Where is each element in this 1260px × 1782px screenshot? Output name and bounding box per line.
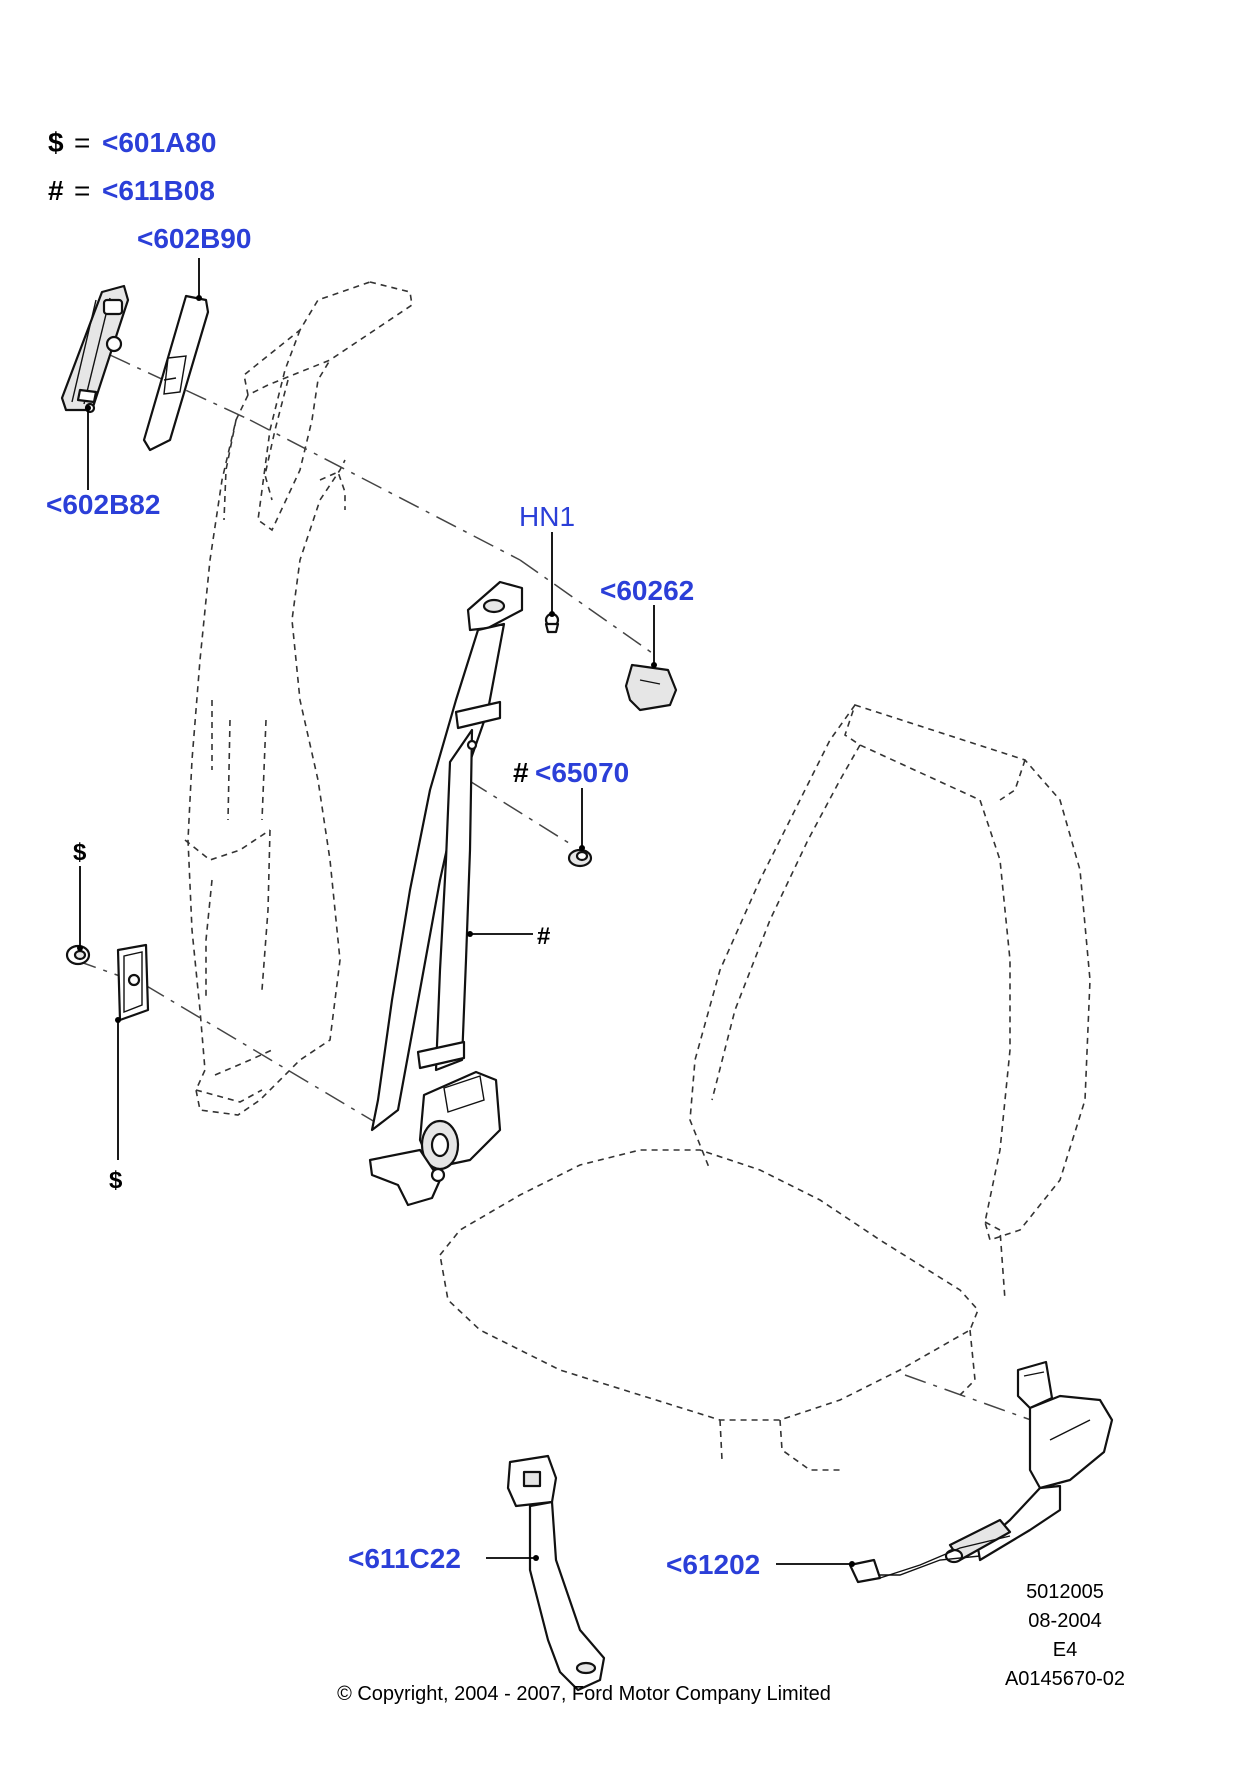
legend-dollar-symbol: $ — [48, 127, 64, 158]
buckle-pretensioner-part — [848, 1360, 1114, 1584]
legend-dollar-value: <601A80 — [102, 127, 216, 158]
legend: $ = <601A80 # = <611B08 — [48, 127, 216, 206]
callout-61202: <61202 — [666, 1549, 760, 1580]
callout-65070-prefix: # — [513, 757, 529, 788]
grommet-part — [567, 848, 593, 868]
adjuster-cover-part — [142, 294, 210, 452]
callout-602B90: <602B90 — [137, 223, 251, 254]
callout-611C22: <611C22 — [348, 1543, 461, 1574]
info-line-3: E4 — [1053, 1639, 1077, 1661]
legend-hash-symbol: # — [48, 175, 64, 206]
anchor-cover-part — [624, 663, 678, 712]
leader-lines — [77, 258, 855, 1567]
info-line-1: 5012005 — [1026, 1581, 1104, 1603]
legend-dollar-equals: = — [74, 127, 90, 158]
callout-60262: <60262 — [600, 575, 694, 606]
callout-labels: <602B90 <602B82 HN1 <60262 # <65070 # $ … — [46, 223, 760, 1580]
callout-dollar-bottom: $ — [109, 1167, 123, 1194]
height-adjuster-part — [60, 284, 130, 414]
legend-hash-equals: = — [74, 175, 90, 206]
copyright-text: © Copyright, 2004 - 2007, Ford Motor Com… — [337, 1683, 831, 1705]
b-pillar-trim-outline — [184, 281, 413, 1116]
legend-hash-value: <611B08 — [102, 175, 215, 206]
callout-602B82: <602B82 — [46, 489, 160, 520]
seat-outline — [439, 703, 1091, 1471]
assembly-lines — [74, 354, 1046, 1426]
callout-65070: <65070 — [535, 757, 629, 788]
lower-bracket-part — [116, 943, 150, 1022]
seat-belt-assembly — [368, 580, 524, 1207]
callout-belt-hash: # — [537, 923, 550, 950]
callout-dollar-top: $ — [73, 839, 87, 866]
drawing-info-block: 5012005 08-2004 E4 A0145670-02 — [1005, 1581, 1125, 1690]
callout-hn1: HN1 — [519, 501, 575, 532]
info-line-2: 08-2004 — [1028, 1610, 1101, 1632]
info-line-4: A0145670-02 — [1005, 1668, 1125, 1690]
buckle-stalk-part — [506, 1454, 606, 1692]
